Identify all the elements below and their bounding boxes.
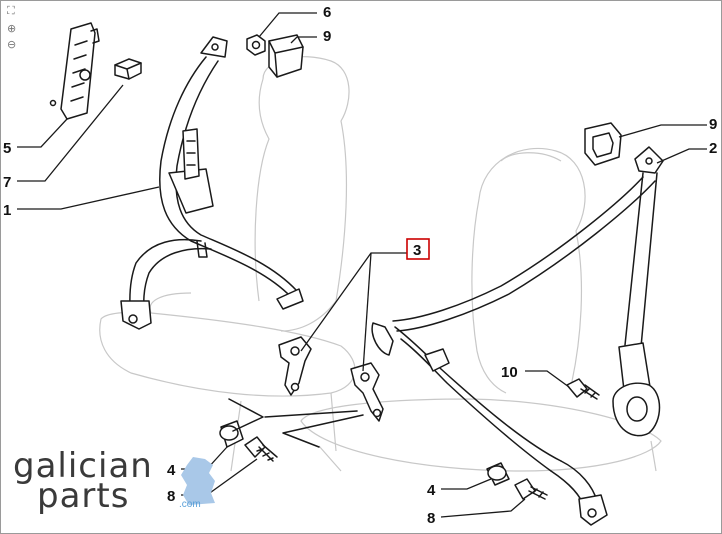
callout-9-front[interactable]: 9: [323, 28, 331, 45]
callout-8-rear[interactable]: 8: [427, 510, 435, 527]
logo-word-galician: galician: [13, 446, 153, 486]
part-4-rear-bushing[interactable]: [486, 462, 510, 486]
callout-6[interactable]: 6: [323, 4, 331, 21]
callout-4-front[interactable]: 4: [167, 462, 176, 479]
callout-7[interactable]: 7: [3, 174, 11, 191]
logo-suffix: .com: [179, 499, 201, 510]
part-9-rear-cover[interactable]: [584, 122, 622, 166]
part-10-bolt[interactable]: [566, 378, 600, 400]
callout-5[interactable]: 5: [3, 140, 11, 157]
callout-8-front[interactable]: 8: [167, 488, 175, 505]
part-3-anchors[interactable]: [278, 336, 384, 422]
callout-2[interactable]: 2: [709, 140, 717, 157]
galicia-map-icon: [181, 457, 215, 505]
part-5-buckle-strip[interactable]: [49, 22, 100, 120]
fit-to-screen-icon[interactable]: ⛶: [7, 4, 15, 17]
callout-1[interactable]: 1: [3, 202, 11, 219]
callout-9-rear[interactable]: 9: [709, 116, 717, 133]
part-2-rear-belt[interactable]: [371, 146, 664, 526]
part-4-front-bushing[interactable]: [219, 420, 244, 448]
part-7-cap[interactable]: [114, 58, 142, 80]
part-6-nut[interactable]: [246, 34, 266, 56]
galicianparts-logo: galician parts .com: [13, 449, 221, 519]
callout-labels: 1 2 3 4 4 5 6 7 8 8 9 9 10: [3, 4, 717, 527]
part-8-rear-bolt[interactable]: [514, 478, 548, 500]
leader-lines: [17, 12, 707, 518]
selected-callout-frame: [406, 238, 430, 260]
callout-3[interactable]: 3: [413, 242, 421, 259]
zoom-in-icon[interactable]: ⊕: [7, 22, 17, 35]
anchor-pointer-lines: [228, 398, 364, 448]
front-seat-outline: [99, 56, 356, 472]
callout-4-rear[interactable]: 4: [427, 482, 436, 499]
logo-word-parts: parts: [37, 476, 130, 516]
part-1-front-belt[interactable]: [120, 36, 304, 330]
zoom-out-icon[interactable]: ⊖: [7, 38, 17, 51]
part-9-front-cover[interactable]: [268, 34, 304, 78]
rear-seat-outline: [300, 147, 662, 472]
part-8-front-bolt[interactable]: [244, 436, 278, 462]
callout-10[interactable]: 10: [501, 364, 518, 381]
